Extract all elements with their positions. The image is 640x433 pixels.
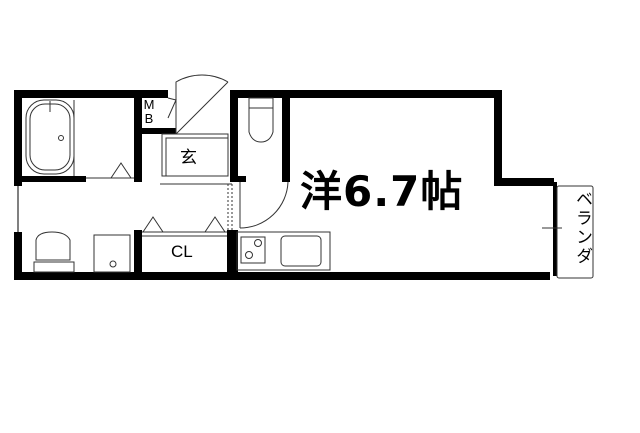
walls <box>14 90 557 280</box>
closet-label: CL <box>171 242 193 261</box>
toilet-icon <box>248 108 274 143</box>
fixtures <box>25 74 594 279</box>
washing-machine-space-icon <box>93 234 131 273</box>
door-swing-icon <box>175 74 229 134</box>
kitchen-stove-icon <box>240 236 266 264</box>
kitchen-sink-icon <box>280 235 322 267</box>
washbasin-icon <box>35 231 71 261</box>
main-room-label: 洋6.7帖 <box>300 167 464 216</box>
veranda-label: ベランダ <box>572 190 592 266</box>
genkan-label: 玄 <box>180 148 197 168</box>
